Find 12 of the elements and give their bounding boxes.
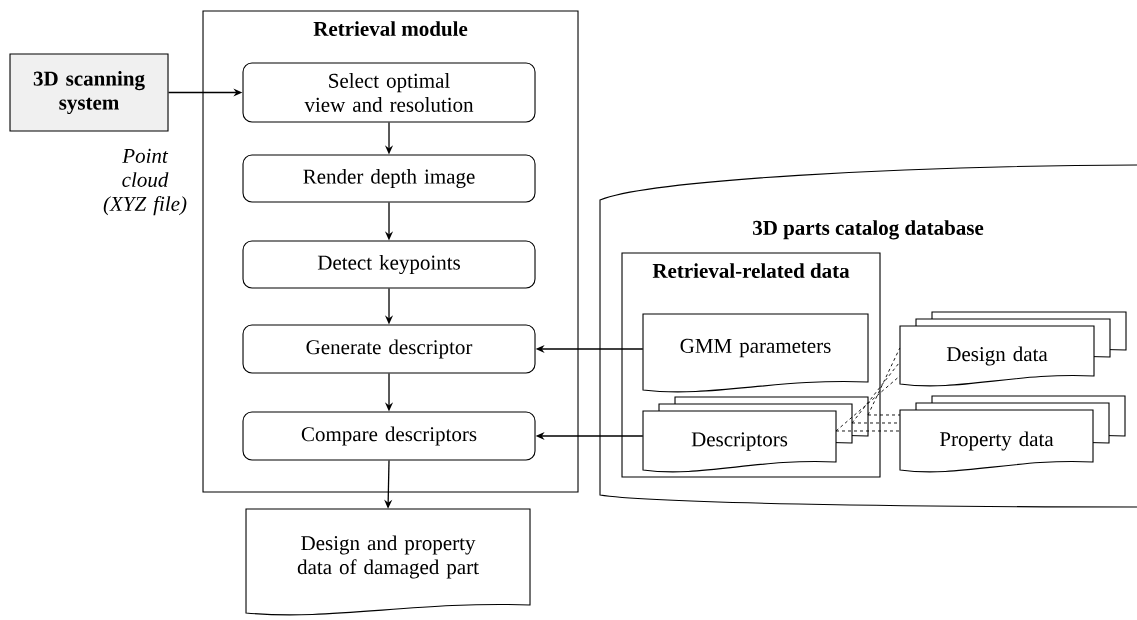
document-stack: Descriptors [642,396,869,473]
process-box: Detect keypoints [242,240,536,289]
document-stack: Design data [899,311,1127,387]
dashed-link-line [835,414,901,432]
process-box: Generate descriptor [242,324,536,374]
process-box: Select optimal view and resolution [242,62,536,123]
system-box: 3D scanning system Point cloud (XYZ file) [9,53,187,216]
dashed-link-line [835,347,901,432]
document-stack: Property data [899,395,1126,473]
process-box: Compare descriptors [242,411,536,461]
node-label: Point cloud (XYZ file) [103,148,187,216]
process-box: Render depth image [242,154,536,203]
